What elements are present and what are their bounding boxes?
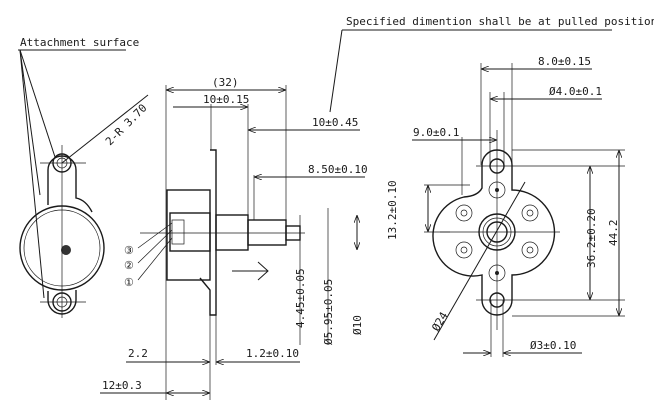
pull-direction-arrow-icon xyxy=(232,261,269,281)
attachment-surface-note: Attachment surface xyxy=(18,36,139,299)
dim-80: 8.0±0.15 xyxy=(538,55,591,68)
front-view: 8.0±0.15 Ø4.0±0.1 9.0±0.1 13.2±0.10 36.2… xyxy=(386,55,625,357)
pulled-position-text: Specified dimention shall be at pulled p… xyxy=(346,15,654,28)
sensor-dot-icon xyxy=(61,245,71,255)
attachment-surface-text: Attachment surface xyxy=(20,36,139,49)
dim-445: 4.45±0.05 xyxy=(294,268,307,328)
dim-22: 2.2 xyxy=(128,347,148,360)
pulled-position-note: Specified dimention shall be at pulled p… xyxy=(329,15,654,113)
dim-d10: Ø10 xyxy=(351,315,364,335)
dim-10-045: 10±0.45 xyxy=(312,116,358,129)
dim-362: 36.2±0.20 xyxy=(585,208,598,268)
dim-90: 9.0±0.1 xyxy=(413,126,459,139)
dim-10-015: 10±0.15 xyxy=(203,93,249,106)
pin-2-label: ② xyxy=(124,259,134,272)
dim-12: 1.2±0.10 xyxy=(246,347,299,360)
dim-442: 44.2 xyxy=(607,220,620,247)
overall-length-dim: (32) xyxy=(212,76,239,89)
dim-850: 8.50±0.10 xyxy=(308,163,368,176)
dim-d24: Ø24 xyxy=(429,309,450,333)
dim-d40: Ø4.0±0.1 xyxy=(549,85,602,98)
pin-1-label: ① xyxy=(124,276,134,289)
pin-3-label: ③ xyxy=(124,244,134,257)
dim-12-03: 12±0.3 xyxy=(102,379,142,392)
dim-595: Ø5.95±0.05 xyxy=(322,279,335,345)
dim-d3: Ø3±0.10 xyxy=(530,339,576,352)
dim-132: 13.2±0.10 xyxy=(386,180,399,240)
side-view: (32) 10±0.15 10±0.45 8.50±0.10 4.45±0.05… xyxy=(100,76,368,400)
